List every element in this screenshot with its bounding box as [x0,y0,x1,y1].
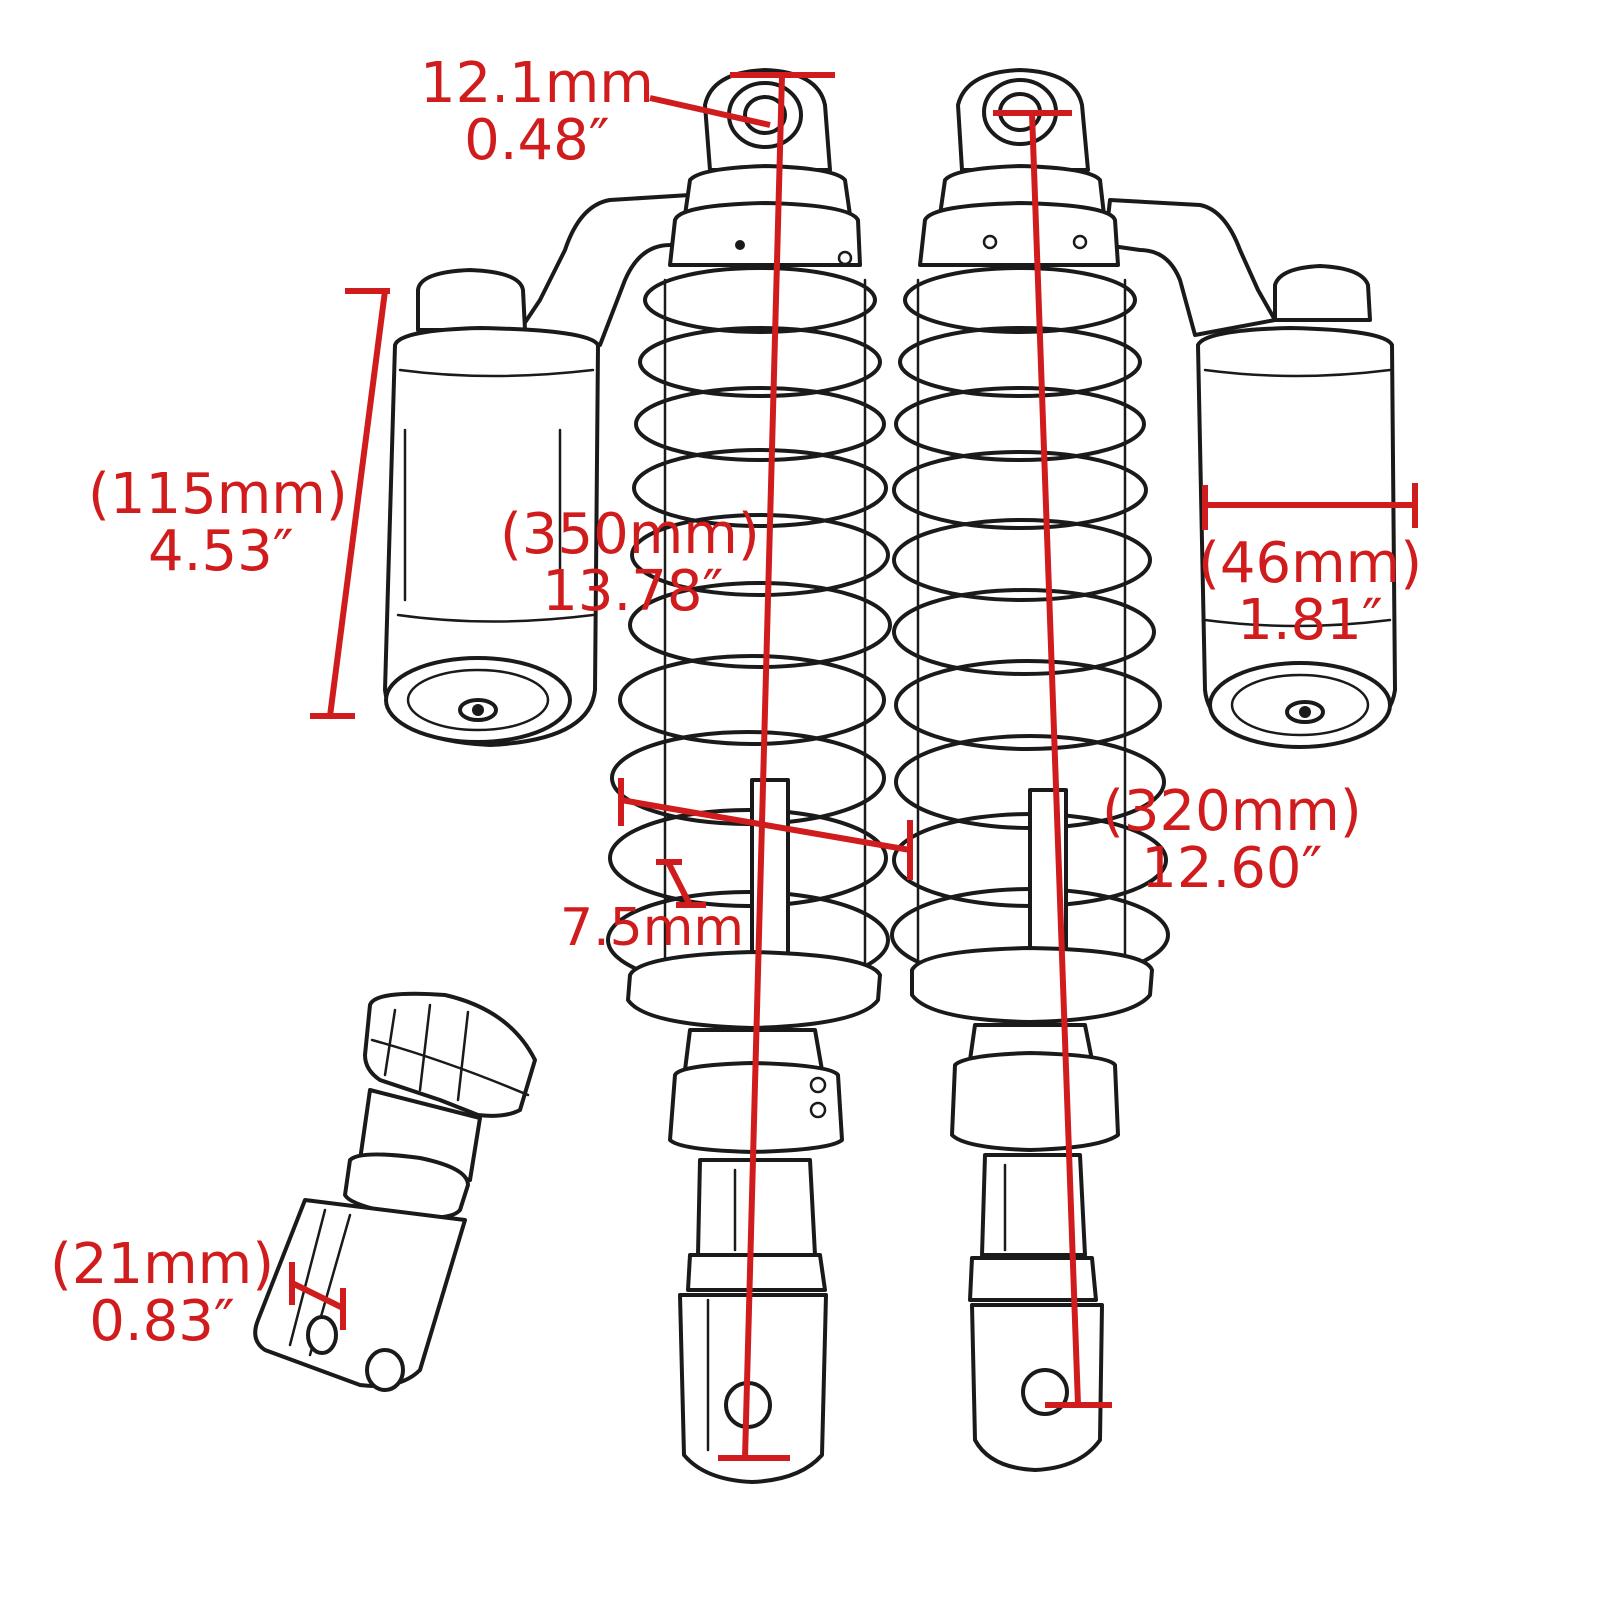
dim-spring-od-line [620,797,911,853]
dim-wire-line [665,860,693,907]
right-top-eye [918,68,1120,267]
right-lower-body [910,946,1154,1472]
bottom-fork-adjuster [253,991,537,1392]
dim-fork-line [290,1280,345,1311]
left-top-eye [668,68,862,267]
right-reservoir [1196,264,1397,749]
dim-length-b-line [1029,112,1081,1406]
left-shock [383,68,892,1484]
dim-reservoir-line [327,290,388,717]
right-reservoir-hose [1103,198,1277,337]
right-shock [890,68,1397,1472]
left-coil-spring [606,266,892,990]
left-reservoir [383,268,600,747]
dimension-lines [289,72,1418,1461]
right-coil-spring [890,266,1170,983]
dim-eye-leader [649,95,771,128]
dim-length-a-line [742,74,785,1459]
